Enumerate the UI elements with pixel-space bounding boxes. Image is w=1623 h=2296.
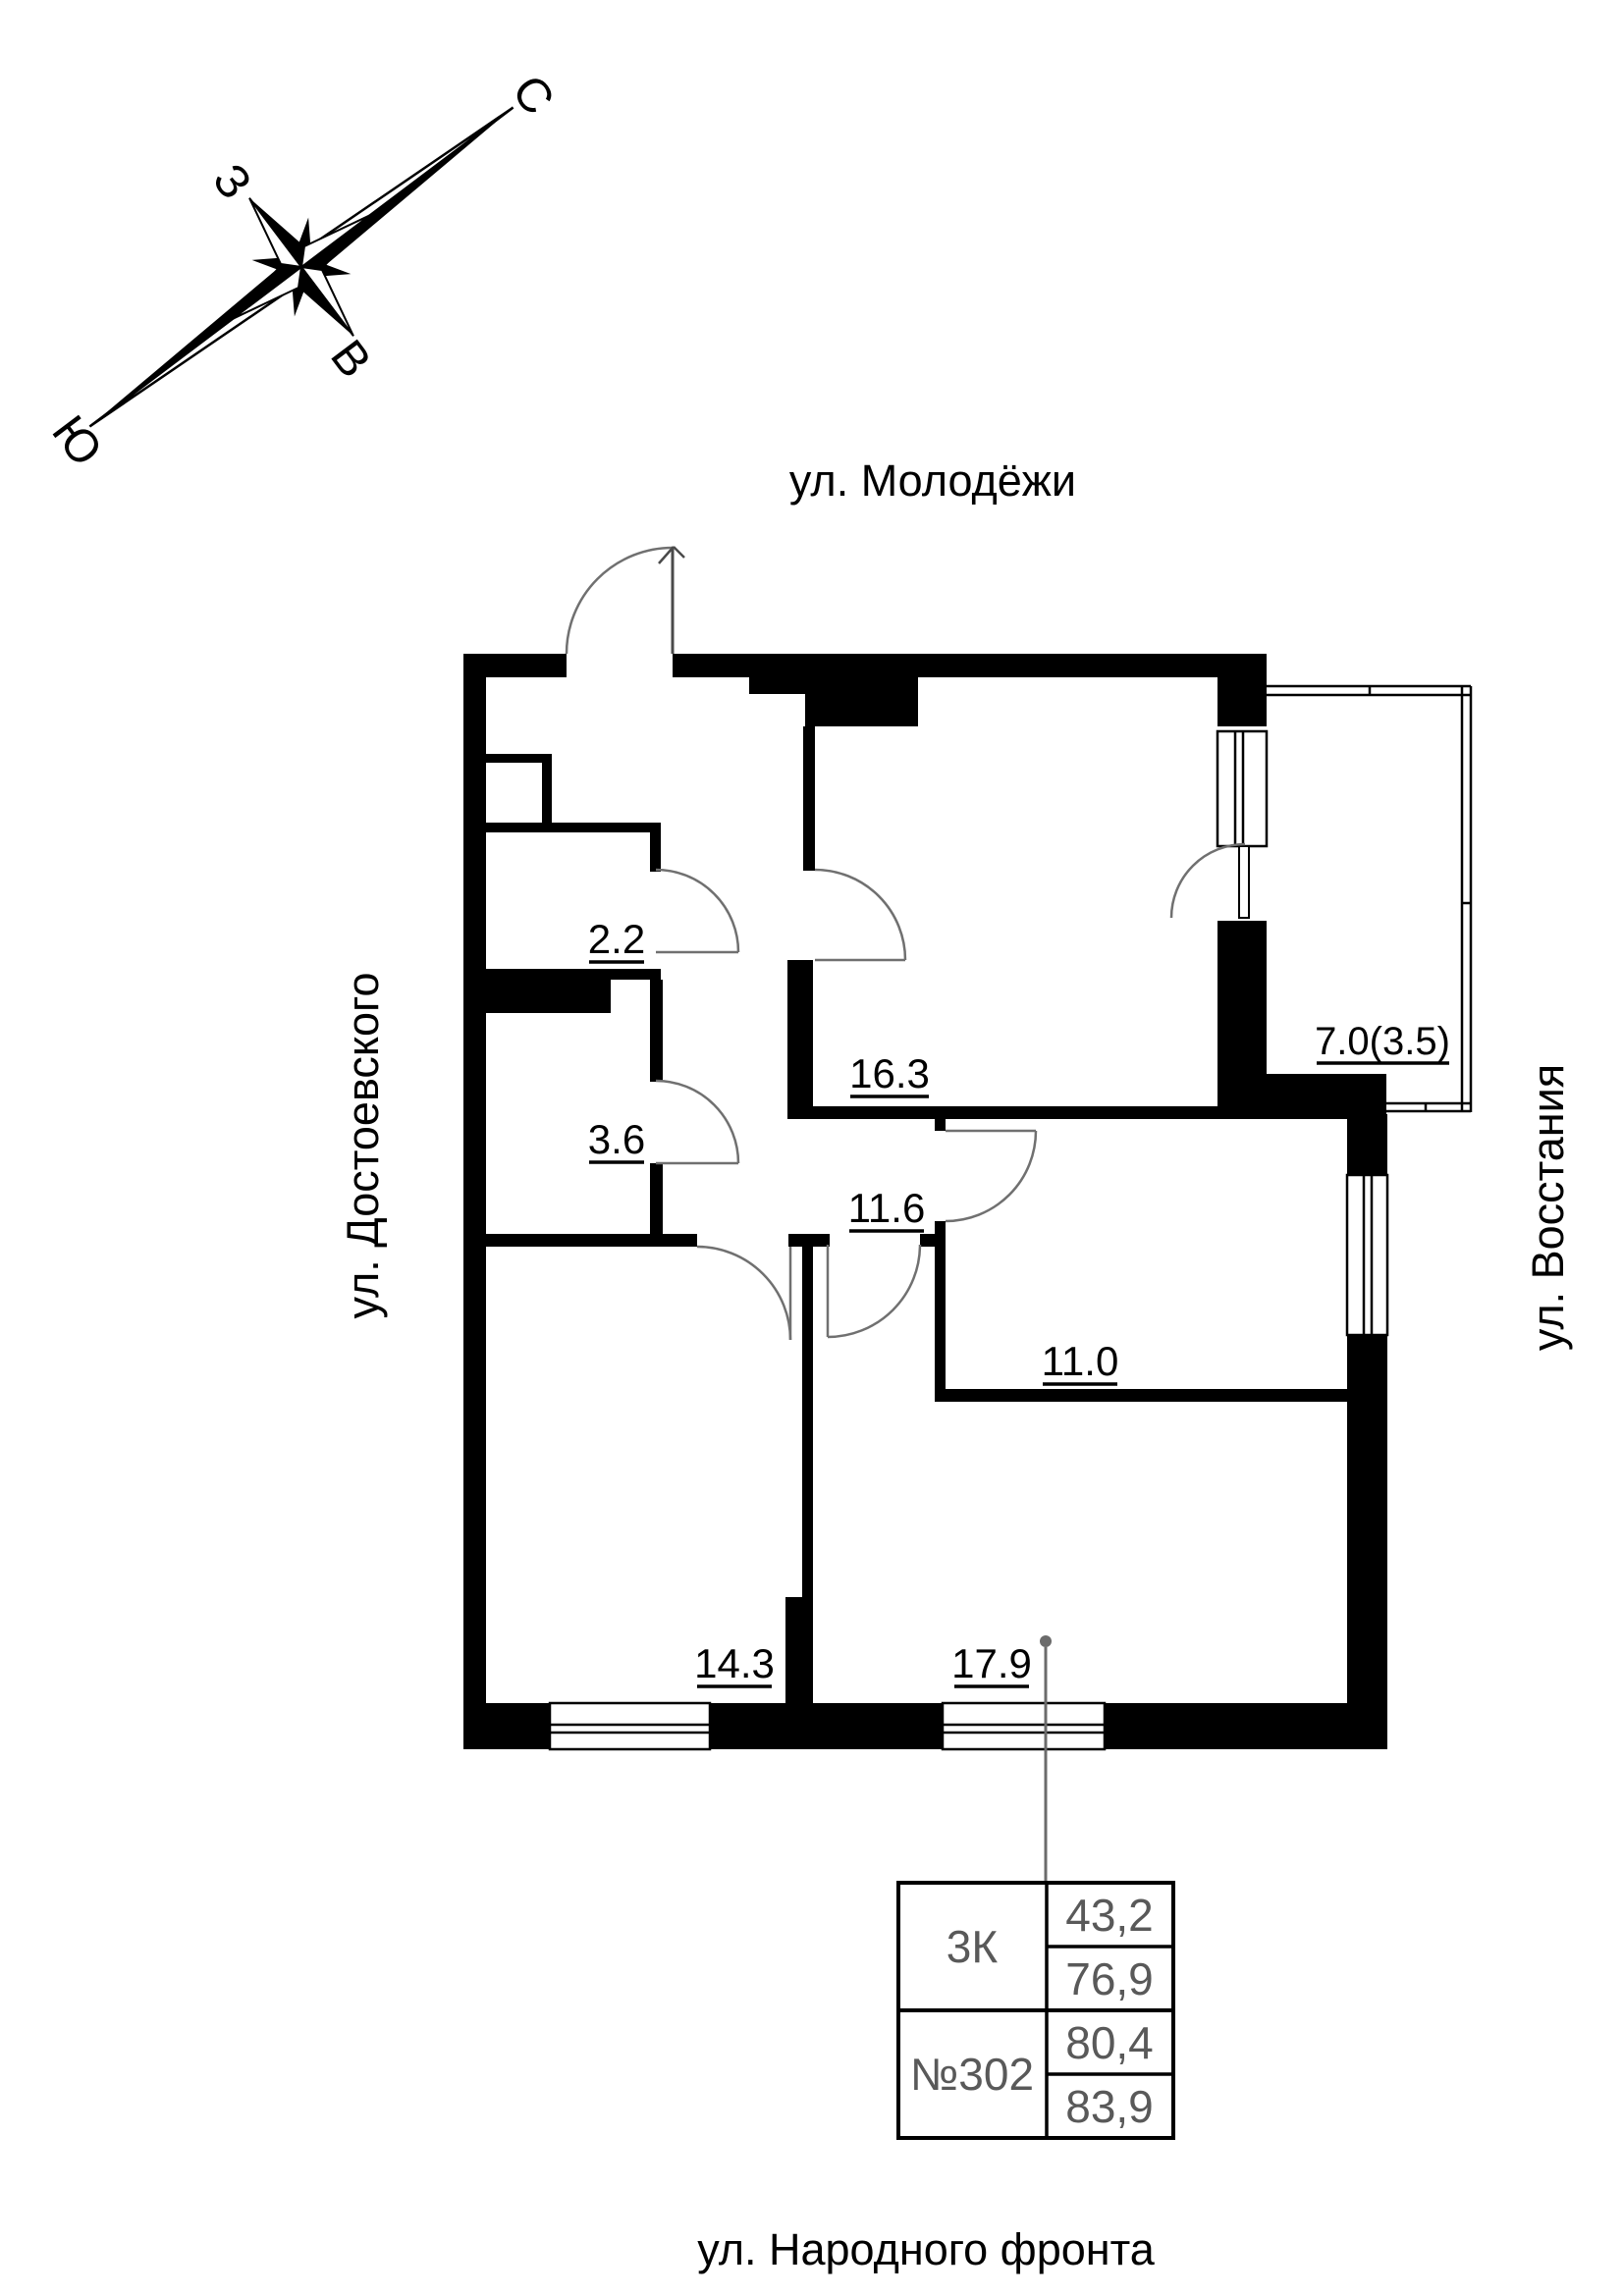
door-room-2-2 — [655, 868, 740, 954]
street-label-left: ул. Достоевского — [338, 972, 388, 1318]
room-label-11-0: 11.0 — [1042, 1338, 1119, 1384]
room-label-balcony: 7.0(3.5) — [1315, 1020, 1450, 1063]
door-room-17-9 — [826, 1244, 922, 1339]
street-label-right: ул. Восстания — [1523, 1064, 1573, 1351]
door-balcony — [1169, 842, 1250, 919]
balcony-glazing — [1267, 684, 1473, 1113]
room-label-3-6: 3.6 — [588, 1116, 645, 1162]
room-labels: 2.2 3.6 16.3 11.6 11.0 14.3 17.9 7.0(3.5… — [588, 916, 1450, 1688]
room-label-2-2: 2.2 — [588, 916, 645, 962]
room-label-17-9: 17.9 — [951, 1640, 1032, 1686]
compass-east-label: В — [320, 331, 381, 387]
compass-rose: С Ю З В — [41, 66, 564, 476]
compass-north-label: С — [502, 66, 564, 125]
info-table: 3К №302 43,2 76,9 80,4 83,9 — [896, 1881, 1175, 2140]
door-room-11-0 — [945, 1129, 1038, 1223]
area-1-cell: 76,9 — [1065, 1953, 1154, 2004]
windows — [548, 729, 1389, 1751]
door-room-3-6 — [655, 1079, 740, 1165]
area-total-cell: 83,9 — [1065, 2081, 1154, 2132]
window-balcony — [1216, 729, 1269, 848]
room-label-14-3: 14.3 — [694, 1640, 775, 1686]
street-label-top: ул. Молодёжи — [789, 455, 1076, 506]
entrance-door — [565, 546, 685, 655]
window-room-17-9 — [941, 1701, 1107, 1751]
room-label-16-3: 16.3 — [849, 1050, 930, 1096]
area-living-cell: 43,2 — [1065, 1890, 1154, 1941]
window-room-14-3 — [548, 1701, 712, 1751]
door-room-16-3 — [814, 868, 907, 962]
flat-number-cell: №302 — [910, 2049, 1034, 2100]
door-room-14-3 — [696, 1245, 792, 1341]
street-label-bottom: ул. Народного фронта — [697, 2224, 1155, 2274]
area-2-cell: 80,4 — [1065, 2017, 1154, 2068]
window-room-11-0 — [1345, 1173, 1389, 1337]
doors — [565, 546, 1250, 1341]
room-label-11-6: 11.6 — [848, 1185, 926, 1231]
flat-type-cell: 3К — [947, 1921, 999, 1972]
